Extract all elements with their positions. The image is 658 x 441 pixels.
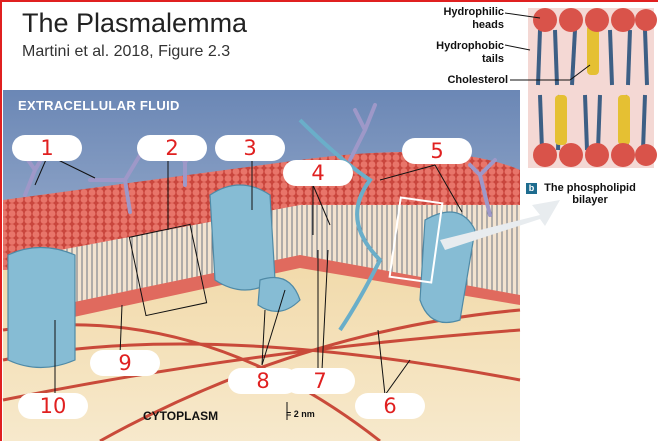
label-hydrophobic-tails: Hydrophobic tails bbox=[436, 40, 504, 65]
blank-label-7: 7 bbox=[285, 368, 355, 394]
inset-bilayer bbox=[504, 8, 657, 168]
panel-letter: b bbox=[526, 183, 537, 194]
label-hydrophilic-heads: Hydrophilic heads bbox=[443, 6, 504, 31]
glycoprotein-chain bbox=[298, 118, 383, 332]
leader-lines bbox=[34, 154, 463, 420]
blank-label-1: 1 bbox=[12, 135, 82, 161]
blank-label-10: 10 bbox=[18, 393, 88, 419]
blank-label-8: 8 bbox=[228, 368, 298, 394]
inset-caption: b The phospholipid bilayer bbox=[526, 182, 640, 206]
scale-bar: = 2 nm bbox=[286, 409, 315, 419]
bilayer-box bbox=[128, 223, 208, 317]
blank-label-6: 6 bbox=[355, 393, 425, 419]
inset-arrow bbox=[440, 200, 560, 250]
blank-label-5: 5 bbox=[402, 138, 472, 164]
glycocalyx-chains bbox=[23, 103, 497, 217]
blank-label-4: 4 bbox=[283, 160, 353, 186]
caption-text: The phospholipid bilayer bbox=[544, 182, 636, 206]
extracellular-fluid-label: EXTRACELLULAR FLUID bbox=[18, 98, 180, 113]
citation: Martini et al. 2018, Figure 2.3 bbox=[22, 43, 231, 60]
page-title: The Plasmalemma bbox=[22, 8, 248, 38]
cytoplasm-label: CYTOPLASM bbox=[143, 409, 219, 423]
blank-label-3: 3 bbox=[215, 135, 285, 161]
inset-source-box bbox=[388, 196, 444, 284]
label-cholesterol: Cholesterol bbox=[447, 74, 508, 86]
blank-label-2: 2 bbox=[137, 135, 207, 161]
blank-label-9: 9 bbox=[90, 350, 160, 376]
